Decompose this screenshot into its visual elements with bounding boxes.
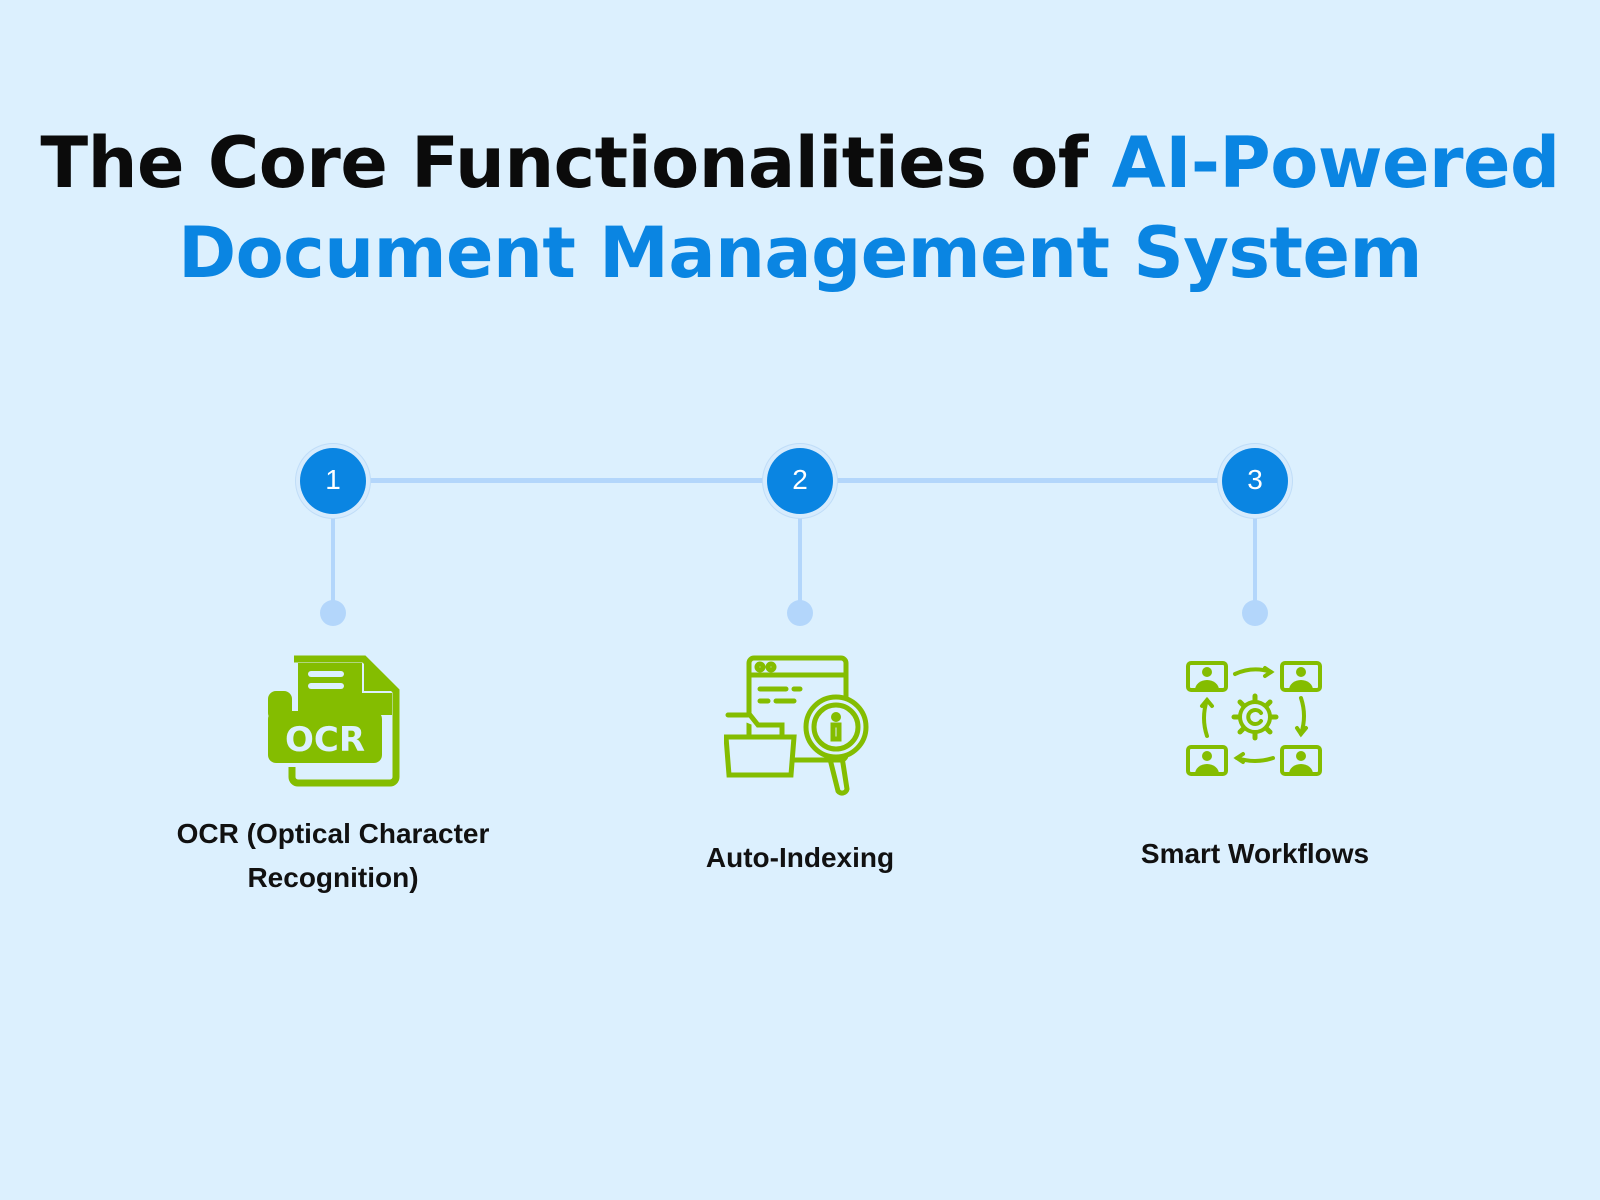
step-label-1: OCR (Optical Character Recognition) xyxy=(176,818,490,893)
ocr-file-icon: OCR xyxy=(268,655,400,787)
step-label-3: Smart Workflows xyxy=(1140,838,1370,869)
step-dot xyxy=(787,600,813,626)
page-title: The Core Functionalities of AI-Powered D… xyxy=(0,118,1600,298)
step-connector xyxy=(331,515,335,610)
step-connector xyxy=(798,515,802,610)
step-connector xyxy=(1253,515,1257,610)
step-dot xyxy=(1242,600,1268,626)
ocr-icon-text: OCR xyxy=(285,720,365,760)
folder-search-info-icon xyxy=(724,655,869,796)
title-line2: Document Management System xyxy=(178,212,1422,294)
title-accent: AI-Powered xyxy=(1111,122,1560,204)
workflow-gear-users-icon xyxy=(1186,661,1322,776)
step-number-3: 3 xyxy=(1222,448,1288,514)
step-number-1: 1 xyxy=(300,448,366,514)
title-part1: The Core Functionalities of xyxy=(40,122,1112,204)
step-label-2: Auto-Indexing xyxy=(705,842,895,873)
step-dot xyxy=(320,600,346,626)
step-number-2: 2 xyxy=(767,448,833,514)
